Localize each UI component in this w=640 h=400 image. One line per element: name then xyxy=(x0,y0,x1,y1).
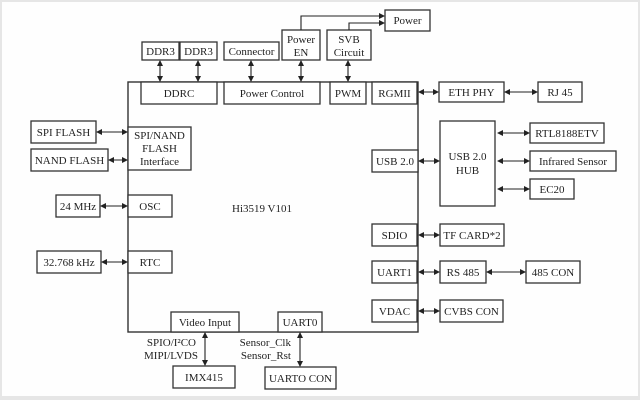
sensor-sig-label-2: Sensor_Rst xyxy=(241,350,291,362)
svb-circuit-block: SVB Circuit xyxy=(326,29,372,61)
usb-hub-label-1: USB 2.0 xyxy=(449,151,487,163)
spi-nand-label-1: SPI/NAND xyxy=(134,130,185,142)
infrared-sensor-label: Infrared Sensor xyxy=(539,156,607,168)
rj45-label: RJ 45 xyxy=(547,87,573,99)
ddr3-b-block: DDR3 xyxy=(179,41,218,61)
spi-nand-label-3: Interface xyxy=(140,156,179,168)
ddr3-a-label: DDR3 xyxy=(146,46,175,58)
xtal-32khz-block: 32.768 kHz xyxy=(36,250,102,274)
con485-label: 485 CON xyxy=(532,267,575,279)
nand-flash-block: NAND FLASH xyxy=(30,148,109,172)
vdac-label: VDAC xyxy=(379,306,410,318)
uart1-label: UART1 xyxy=(377,267,412,279)
spi-nand-label-2: FLASH xyxy=(142,143,177,155)
rj45-block: RJ 45 xyxy=(537,81,583,103)
rgmii-block: RGMII xyxy=(371,81,418,105)
usb-hub-block: USB 2.0 HUB xyxy=(439,120,496,207)
vdac-block: VDAC xyxy=(371,299,418,323)
power-control-label: Power Control xyxy=(240,88,304,100)
sensor-sig-label-1: Sensor_Clk xyxy=(240,337,292,349)
uart0-con-block: UARTO CON xyxy=(264,366,337,390)
ddr3-a-block: DDR3 xyxy=(141,41,180,61)
usb2-label: USB 2.0 xyxy=(376,156,414,168)
power-en-label-2: EN xyxy=(294,47,309,59)
rtl8188etv-block: RTL8188ETV xyxy=(529,122,605,144)
usb2-block: USB 2.0 xyxy=(371,149,419,173)
connector-block: Connector xyxy=(223,41,280,61)
eth-phy-block: ETH PHY xyxy=(438,81,505,103)
ec20-label: EC20 xyxy=(539,184,565,196)
video-bus-label-2: MIPI/LVDS xyxy=(144,350,198,362)
video-input-block: Video Input xyxy=(170,311,240,333)
osc-block: OSC xyxy=(127,194,173,218)
imx415-label: IMX415 xyxy=(185,372,223,384)
rtl8188etv-label: RTL8188ETV xyxy=(535,128,599,140)
rtc-block: RTC xyxy=(127,250,173,274)
tf-card-label: TF CARD*2 xyxy=(443,230,500,242)
spi-nand-interface-block: SPI/NAND FLASH Interface xyxy=(127,126,192,171)
pwm-label: PWM xyxy=(335,88,362,100)
ec20-block: EC20 xyxy=(529,178,575,200)
video-bus-label-1: SPIO/I²CO xyxy=(147,337,196,349)
video-input-label: Video Input xyxy=(179,317,231,329)
uart0-con-label: UARTO CON xyxy=(269,373,332,385)
svb-label-2: Circuit xyxy=(334,47,365,59)
imx415-block: IMX415 xyxy=(172,365,236,389)
sdio-block: SDIO xyxy=(371,223,418,247)
spi-flash-block: SPI FLASH xyxy=(30,120,97,144)
link-power-en-power xyxy=(300,13,385,30)
uart0-label: UART0 xyxy=(283,317,318,329)
connector-label: Connector xyxy=(229,46,275,58)
rtc-label: RTC xyxy=(140,257,161,269)
ddrc-label: DDRC xyxy=(164,88,195,100)
xtal-32khz-label: 32.768 kHz xyxy=(43,257,94,269)
link-svb-power xyxy=(348,20,385,30)
uart1-block: UART1 xyxy=(371,260,418,284)
power-en-block: Power EN xyxy=(281,29,321,61)
rs485-label: RS 485 xyxy=(447,267,480,279)
pwm-block: PWM xyxy=(329,81,367,105)
osc-label: OSC xyxy=(139,201,160,213)
ddrc-block: DDRC xyxy=(140,81,218,105)
nand-flash-label: NAND FLASH xyxy=(35,155,104,167)
sdio-label: SDIO xyxy=(382,230,408,242)
tf-card-block: TF CARD*2 xyxy=(439,223,505,247)
rs485-block: RS 485 xyxy=(439,260,487,284)
spi-flash-label: SPI FLASH xyxy=(37,127,91,139)
eth-phy-label: ETH PHY xyxy=(448,87,494,99)
power-block: Power xyxy=(384,9,431,32)
power-en-label-1: Power xyxy=(287,34,315,46)
soc-label: Hi3519 V101 xyxy=(232,203,292,215)
power-control-block: Power Control xyxy=(223,81,321,105)
con485-block: 485 CON xyxy=(525,260,581,284)
ddr3-b-label: DDR3 xyxy=(184,46,213,58)
cvbs-con-block: CVBS CON xyxy=(439,299,504,323)
uart0-block: UART0 xyxy=(277,311,323,333)
svb-label-1: SVB xyxy=(338,34,359,46)
power-label: Power xyxy=(393,15,421,27)
xtal-24mhz-block: 24 MHz xyxy=(55,194,101,218)
xtal-24mhz-label: 24 MHz xyxy=(60,201,96,213)
infrared-sensor-block: Infrared Sensor xyxy=(529,150,617,172)
cvbs-con-label: CVBS CON xyxy=(444,306,499,318)
usb-hub-label-2: HUB xyxy=(456,165,479,177)
rgmii-label: RGMII xyxy=(378,88,411,100)
